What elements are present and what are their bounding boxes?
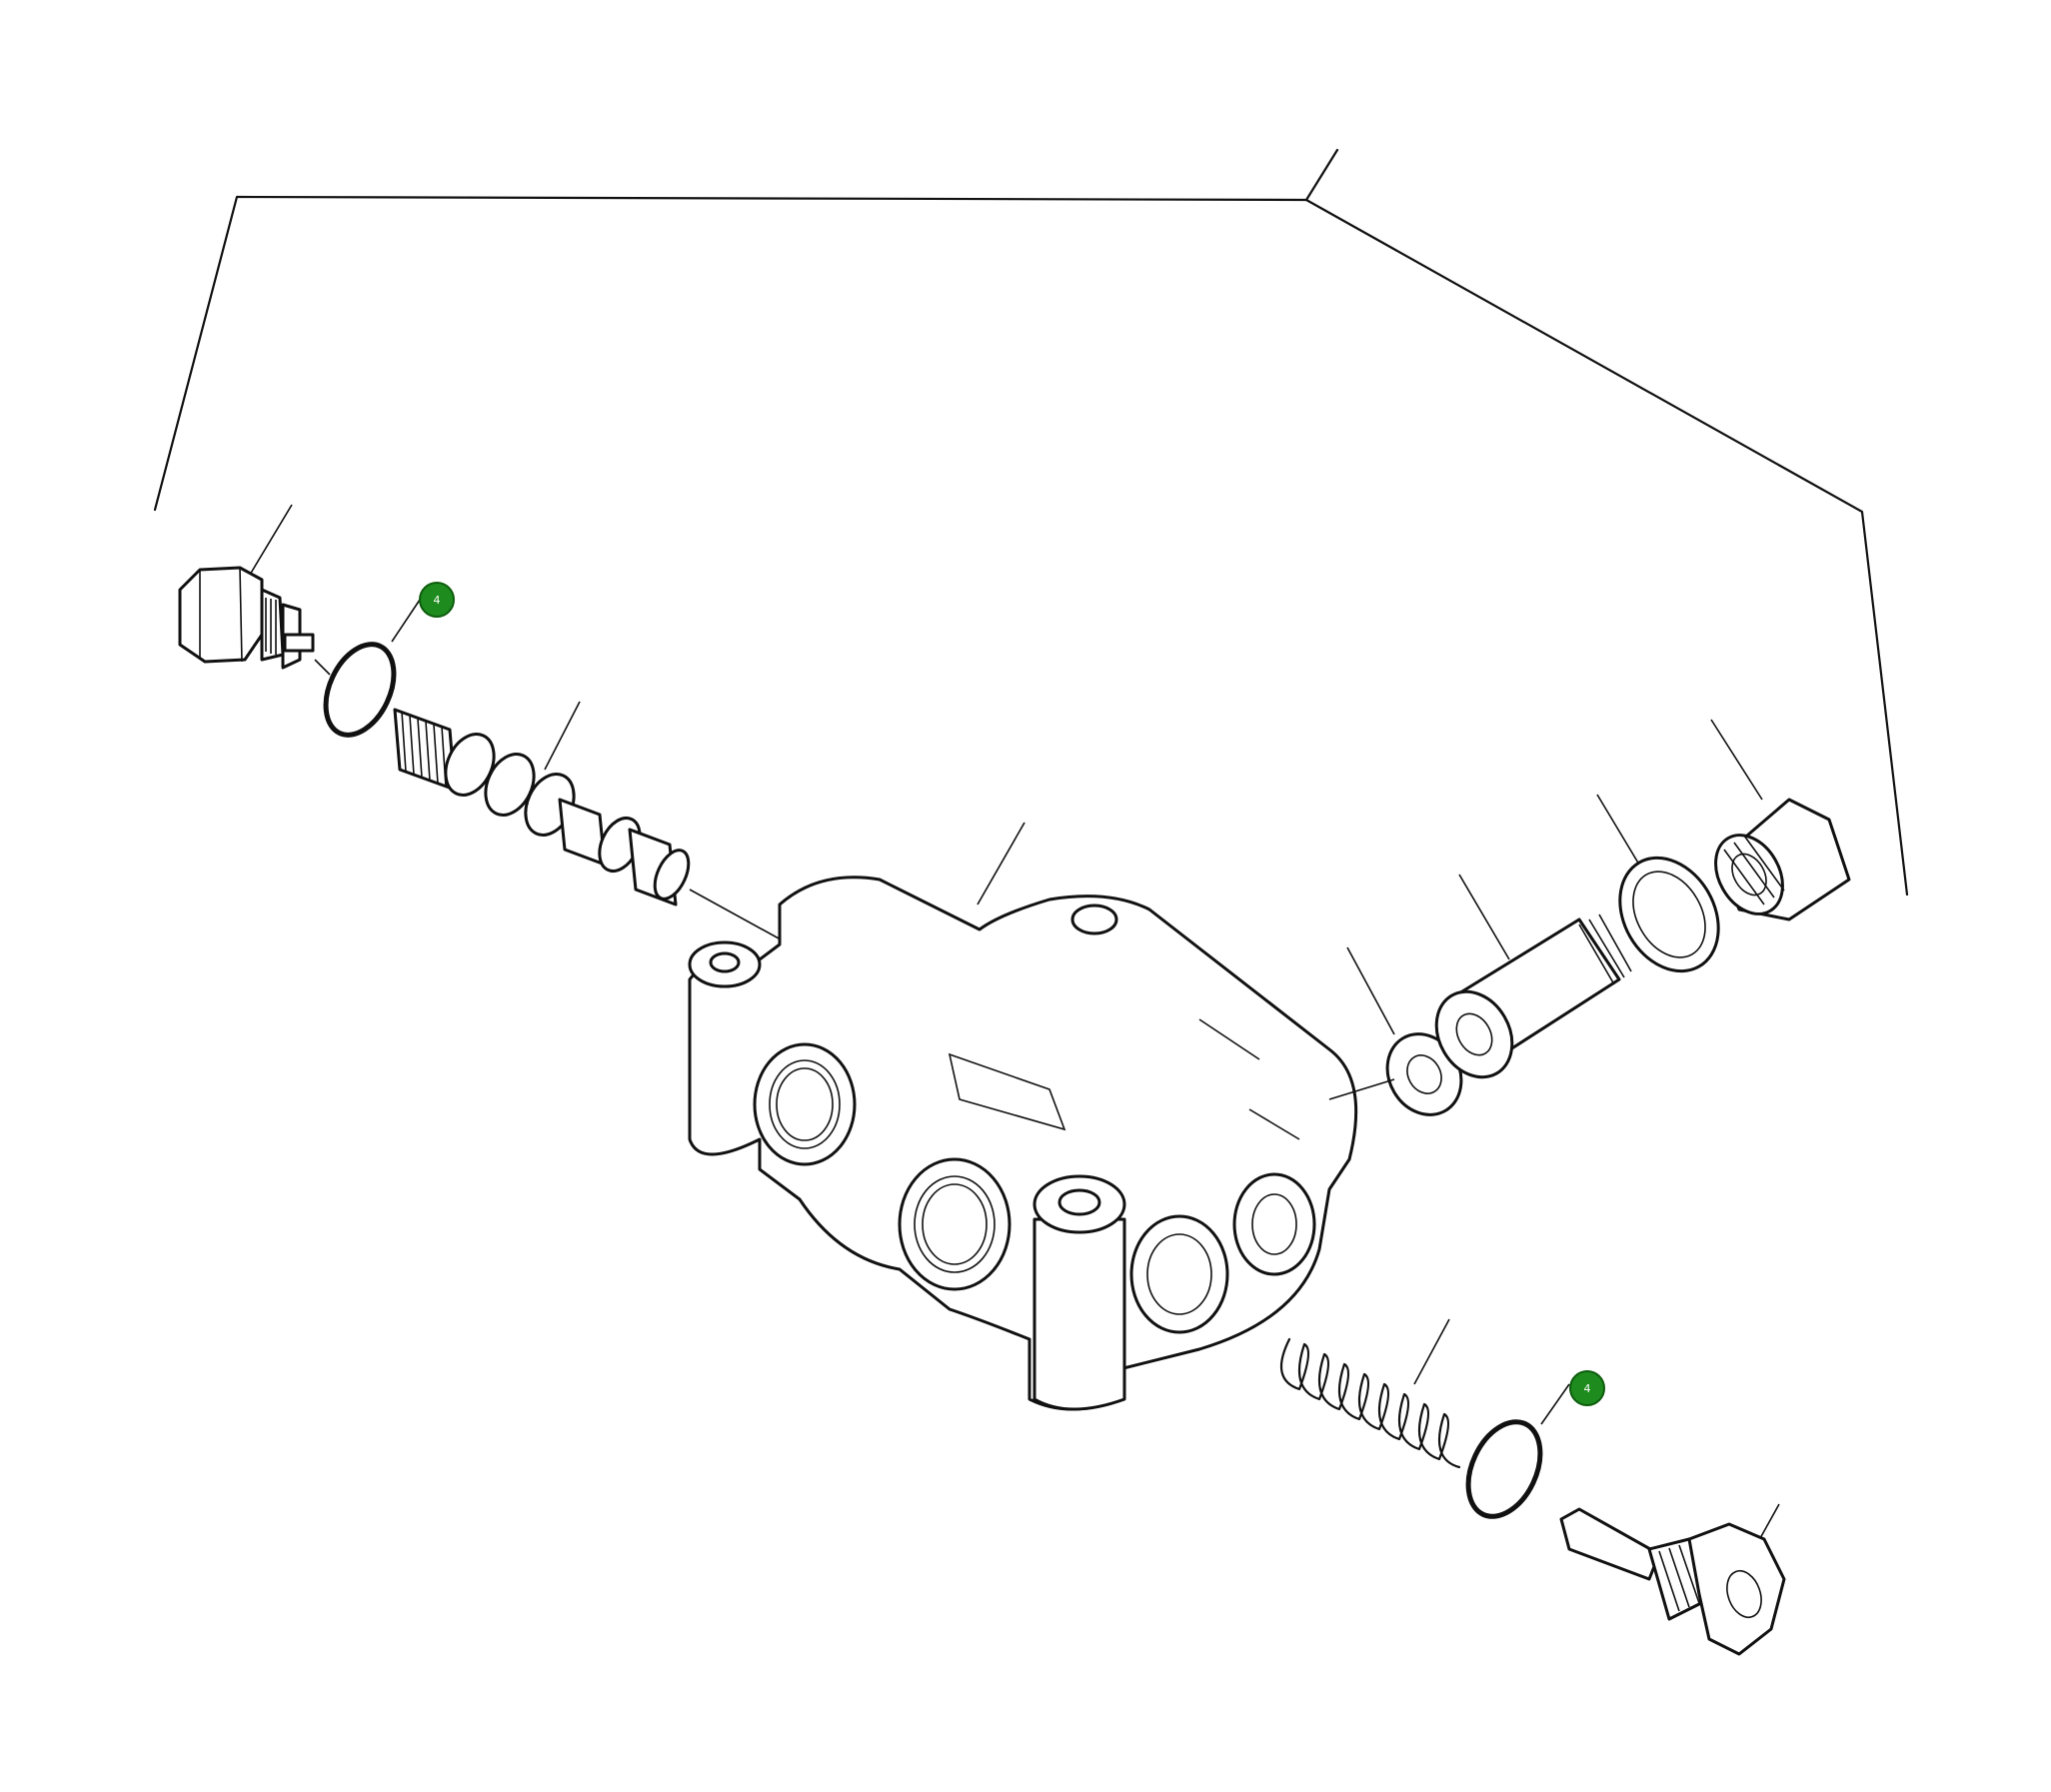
spring[interactable] [1279,1318,1461,1469]
left-plug[interactable] [178,504,331,676]
right-plug[interactable] [1702,719,1851,925]
o-ring-left[interactable] [313,599,421,746]
callout-label: 4 [434,594,441,607]
o-ring-bottom[interactable] [1454,1383,1570,1528]
seal-ring-right[interactable] [1596,794,1738,988]
washer-right[interactable] [1328,946,1475,1128]
callout-badge[interactable]: 4 [1569,1370,1605,1406]
callout-badge[interactable]: 4 [419,582,455,618]
assembly-bracket [153,148,1909,896]
sleeve-right[interactable] [1421,874,1632,1090]
bottom-plug[interactable] [1559,1503,1786,1656]
valve-body[interactable] [688,822,1358,1411]
left-spool[interactable] [393,701,791,945]
callout-label: 4 [1584,1382,1591,1395]
